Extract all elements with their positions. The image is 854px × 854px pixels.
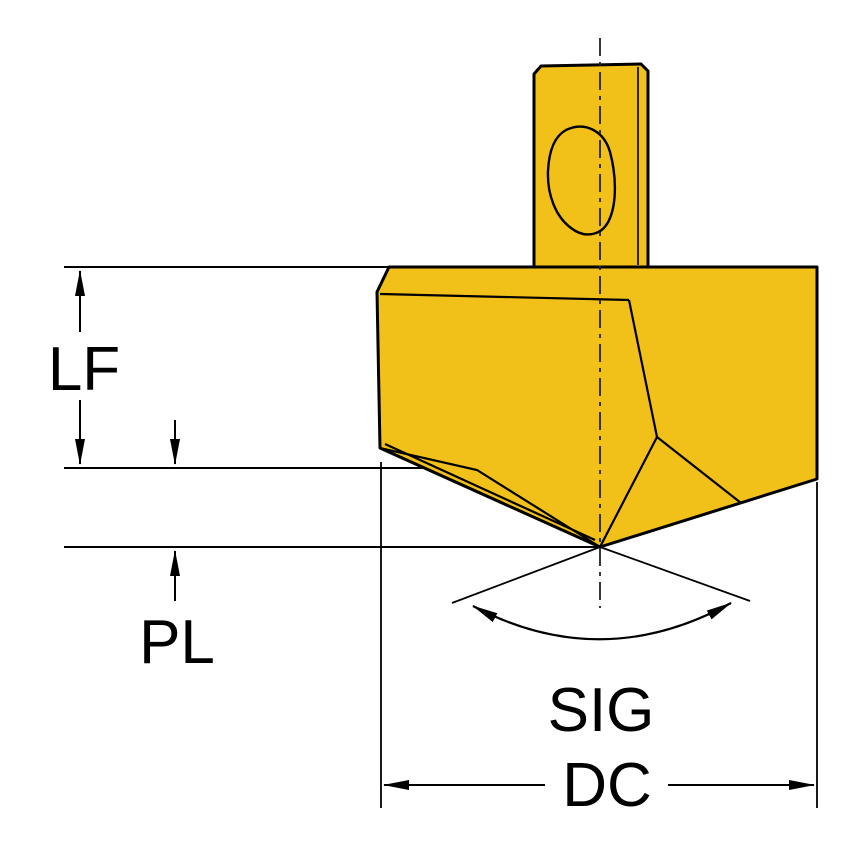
sig-angle-line-right <box>599 546 751 602</box>
lf-dimension: LF <box>48 266 424 469</box>
body-facet-line-right <box>627 299 659 438</box>
lf-label: LF <box>48 335 120 404</box>
dc-label: DC <box>562 751 652 820</box>
pl-dimension: PL <box>64 420 600 677</box>
sig-angle-line-left <box>451 546 601 604</box>
drill-shank <box>532 62 650 269</box>
sig-label: SIG <box>548 676 655 745</box>
dc-dimension: DC <box>380 462 818 820</box>
body-outline <box>375 265 819 549</box>
sig-angle: SIG <box>451 546 751 745</box>
cutting-edge-land-line <box>384 442 596 542</box>
body-facet-line-to-tip <box>599 436 658 548</box>
pl-label: PL <box>139 608 215 677</box>
body-facet-line-top <box>379 292 630 302</box>
body-facet-line-lower-right <box>656 436 742 504</box>
drill-body <box>375 265 819 549</box>
sig-angle-arc <box>472 602 732 641</box>
shank-pocket <box>546 125 617 236</box>
